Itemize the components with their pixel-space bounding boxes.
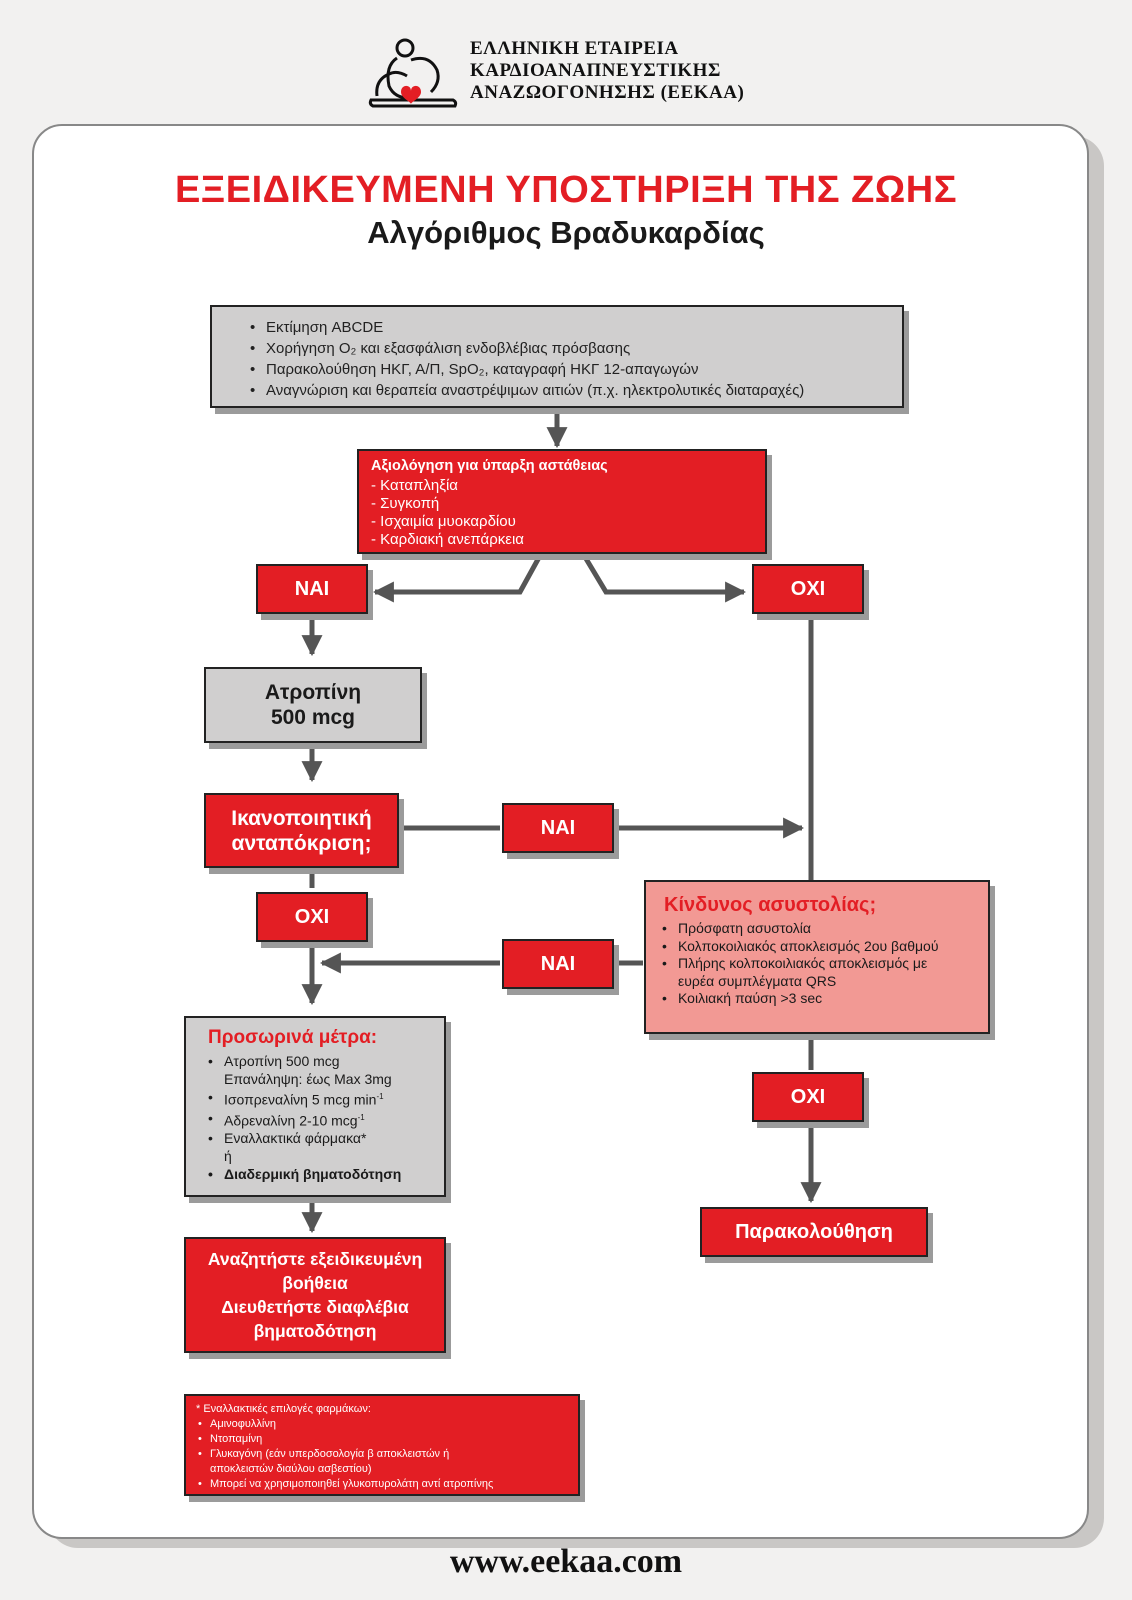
- footnote-item: Αμινοφυλλίνη: [196, 1417, 493, 1432]
- temporary-item: Αδρεναλίνη 2-10 mcg-1: [206, 1109, 401, 1130]
- response-box: Ικανοποιητική ανταπόκριση;: [204, 793, 399, 868]
- assessment-list: Εκτίμηση ABCDE Χορήγηση O₂ και εξασφάλισ…: [248, 317, 804, 401]
- arrow-instability-to-no: [579, 550, 747, 603]
- asystole-risk-item: Κοιλιακή παύση >3 sec: [660, 990, 939, 1008]
- yes-text: ΝΑΙ: [294, 577, 330, 600]
- asystole-risk-box: Κίνδυνος ασυστολίας; Πρόσφατη ασυστολία …: [644, 880, 990, 1034]
- sub-title: Αλγόριθμος Βραδυκαρδίας: [367, 215, 765, 250]
- website-url: www.eekaa.com: [449, 1543, 683, 1580]
- footnote-item: Ντοπαμίνη: [196, 1432, 493, 1447]
- no-text: ΟΧΙ: [294, 905, 330, 928]
- asystole-risk-item: Πλήρης κολποκοιλιακός αποκλεισμός με: [660, 955, 939, 973]
- atropine-line-1: Ατροπίνη: [264, 681, 362, 704]
- org-line-3: ΑΝΑΖΩΟΓΟΝΗΣΗΣ (ΕΕΚΑΑ): [470, 82, 745, 103]
- no-label-instability: ΟΧΙ: [752, 564, 864, 614]
- no-label-response: ΟΧΙ: [256, 892, 368, 942]
- expert-line-1: Αναζητήστε εξειδικευμένη: [207, 1249, 423, 1269]
- asystole-risk-list: Πρόσφατη ασυστολία Κολποκοιλιακός αποκλε…: [660, 920, 939, 1008]
- temporary-measures-title: Προσωρινά μέτρα:: [208, 1027, 378, 1048]
- temporary-measures-box: Προσωρινά μέτρα: Ατροπίνη 500 mcg Επανάλ…: [184, 1016, 446, 1197]
- yes-label-asystole: ΝΑΙ: [502, 939, 614, 989]
- instability-item: - Καταπληξία: [371, 477, 458, 494]
- monitoring-text: Παρακολούθηση: [735, 1220, 893, 1243]
- asystole-risk-title: Κίνδυνος ασυστολίας;: [664, 894, 877, 916]
- atropine-box: Ατροπίνη 500 mcg: [204, 667, 422, 743]
- instability-item: - Καρδιακή ανεπάρκεια: [371, 531, 524, 548]
- assessment-item: Εκτίμηση ABCDE: [248, 317, 804, 338]
- instability-item: - Ισχαιμία μυοκαρδίου: [371, 513, 516, 530]
- yes-text: ΝΑΙ: [540, 816, 576, 839]
- asystole-risk-item-continued: ευρέα συμπλέγματα QRS: [678, 972, 837, 989]
- yes-text: ΝΑΙ: [540, 952, 576, 975]
- asystole-risk-item: Κολποκοιλιακός αποκλεισμός 2ου βαθμού: [660, 938, 939, 956]
- expert-line-2: βοήθεια: [282, 1273, 348, 1293]
- temporary-item-continued: Επανάληψη: έως Max 3mg: [224, 1071, 392, 1087]
- temporary-or: ή: [224, 1148, 232, 1165]
- response-line-1: Ικανοποιητική: [231, 806, 372, 830]
- arrow-instability-to-yes: [372, 550, 545, 603]
- no-text: ΟΧΙ: [790, 577, 826, 600]
- footnote-item: Μπορεί να χρησιμοποιηθεί γλυκοπυρολάτη α…: [196, 1477, 493, 1492]
- organization-name: ΕΛΛΗΝΙΚΗ ΕΤΑΙΡΕΙΑ ΚΑΡΔΙΟΑΝΑΠΝΕΥΣΤΙΚΗΣ ΑΝ…: [470, 38, 800, 104]
- instability-title: Αξιολόγηση για ύπαρξη αστάθειας: [371, 458, 608, 474]
- temporary-item: Ισοπρεναλίνη 5 mcg min-1: [206, 1088, 401, 1109]
- temporary-item: Εναλλακτικά φάρμακα*: [206, 1129, 401, 1147]
- footnote-list: * Εναλλακτικές επιλογές φαρμάκων: Αμινοφ…: [196, 1402, 493, 1492]
- atropine-line-2: 500 mcg: [270, 706, 356, 729]
- main-title: ΕΞΕΙΔΙΚΕΥΜΕΝΗ ΥΠΟΣΤΗΡΙΞΗ ΤΗΣ ΖΩΗΣ: [174, 169, 958, 211]
- expert-line-4: βηματοδότηση: [253, 1321, 377, 1341]
- no-text: ΟΧΙ: [790, 1085, 826, 1108]
- assessment-item: Χορήγηση O₂ και εξασφάλιση ενδοβλέβιας π…: [248, 338, 804, 359]
- response-line-2: ανταπόκριση;: [231, 831, 372, 855]
- expert-help-box: Αναζητήστε εξειδικευμένη βοήθεια Διευθετ…: [184, 1237, 446, 1353]
- footnote-item-continued: αποκλειστών διαύλου ασβεστίου): [210, 1463, 372, 1475]
- monitoring-box: Παρακολούθηση: [700, 1207, 928, 1257]
- footnote-item: Γλυκαγόνη (εάν υπερδοσολογία β αποκλειστ…: [196, 1447, 493, 1462]
- footnote-title: * Εναλλακτικές επιλογές φαρμάκων:: [196, 1403, 371, 1415]
- footnote-box: * Εναλλακτικές επιλογές φαρμάκων: Αμινοφ…: [184, 1394, 580, 1496]
- assessment-box: Εκτίμηση ABCDE Χορήγηση O₂ και εξασφάλισ…: [210, 305, 904, 408]
- no-label-asystole: ΟΧΙ: [752, 1072, 864, 1122]
- org-line-2: ΚΑΡΔΙΟΑΝΑΠΝΕΥΣΤΙΚΗΣ: [470, 60, 721, 81]
- temporary-measures-list: Ατροπίνη 500 mcg Επανάληψη: έως Max 3mg …: [206, 1052, 401, 1183]
- cpr-heart-logo-icon: [367, 36, 459, 110]
- temporary-item: Ατροπίνη 500 mcg: [206, 1052, 401, 1070]
- instability-box: Αξιολόγηση για ύπαρξη αστάθειας - Καταπλ…: [357, 449, 767, 554]
- assessment-item: Παρακολούθηση ΗΚΓ, Α/Π, SpO₂, καταγραφή …: [248, 359, 804, 380]
- yes-label-instability: ΝΑΙ: [256, 564, 368, 614]
- assessment-item: Αναγνώριση και θεραπεία αναστρέψιμων αιτ…: [248, 380, 804, 401]
- temporary-item: Διαδερμική βηματοδότηση: [206, 1165, 401, 1183]
- expert-line-3: Διευθετήστε διαφλέβια: [221, 1297, 409, 1317]
- asystole-risk-item: Πρόσφατη ασυστολία: [660, 920, 939, 938]
- instability-list: - Καταπληξία - Συγκοπή - Ισχαιμία μυοκαρ…: [371, 477, 524, 549]
- org-line-1: ΕΛΛΗΝΙΚΗ ΕΤΑΙΡΕΙΑ: [470, 38, 679, 59]
- instability-item: - Συγκοπή: [371, 495, 440, 512]
- yes-label-response: ΝΑΙ: [502, 803, 614, 853]
